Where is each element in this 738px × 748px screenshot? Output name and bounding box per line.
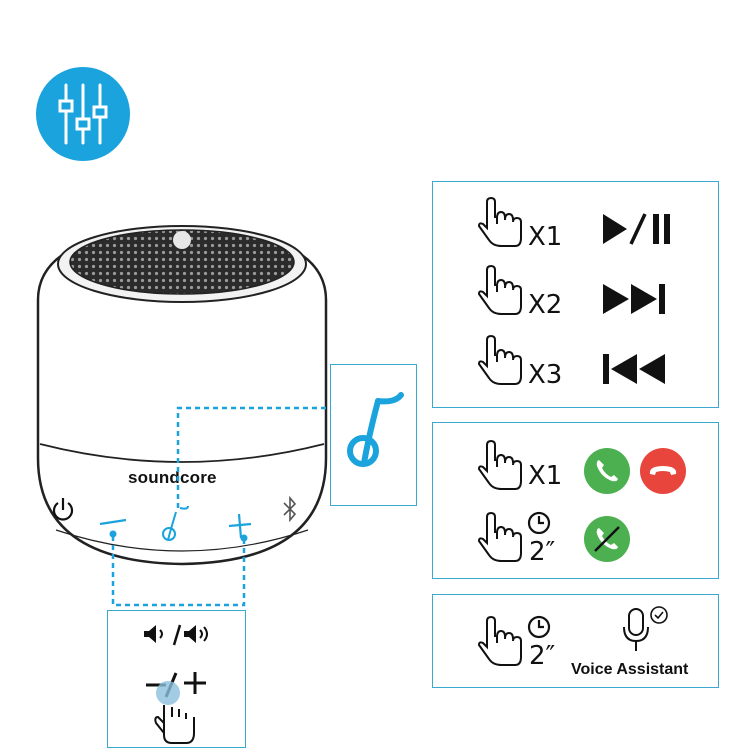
speaker-illustration [36, 225, 328, 566]
clock-icon [527, 511, 551, 535]
volume-up-key-icon[interactable] [224, 510, 254, 540]
answer-call-icon [584, 448, 630, 494]
hold-hand-icon [477, 616, 522, 666]
tap-count-label: X1 [528, 222, 563, 252]
hold-duration-label: 2″ [529, 537, 556, 567]
call-controls-panel: X1 2″ [432, 422, 719, 579]
press-minus-plus-icon [146, 672, 206, 744]
tap-count-label: X3 [528, 360, 563, 390]
voice-assistant-panel: 2″ Voice Assistant [432, 594, 719, 688]
microphone-icon [623, 606, 668, 651]
clock-icon [527, 615, 551, 639]
tap-hand-icon [477, 440, 522, 490]
play-pause-icon [603, 213, 670, 245]
soundcore-key-icon[interactable] [158, 502, 190, 546]
hold-duration-label: 2″ [529, 641, 556, 671]
brand-logo-text: soundcore [128, 468, 217, 487]
volume-down-up-icon [144, 624, 208, 646]
previous-track-icon [603, 354, 665, 384]
reject-call-hold-icon [584, 516, 630, 562]
next-track-icon [603, 284, 665, 314]
tap-count-label: X1 [528, 461, 563, 491]
volume-down-key-icon[interactable] [96, 512, 130, 532]
media-controls-panel: X1 X2 X3 [432, 181, 719, 408]
equalizer-icon [36, 67, 130, 161]
equalizer-sliders-icon [58, 83, 108, 145]
hold-hand-icon [477, 512, 522, 562]
reject-call-icon [640, 448, 686, 494]
power-icon[interactable] [50, 494, 76, 524]
tap-hand-icon [477, 335, 522, 385]
soundcore-logo-icon [347, 392, 404, 467]
volume-callout [107, 610, 246, 748]
voice-assistant-label: Voice Assistant [571, 661, 689, 678]
bluetooth-icon[interactable] [280, 494, 300, 524]
soundcore-button-callout [330, 364, 417, 506]
tap-count-label: X2 [528, 290, 563, 320]
tap-hand-icon [477, 197, 522, 247]
tap-hand-icon [477, 265, 522, 315]
